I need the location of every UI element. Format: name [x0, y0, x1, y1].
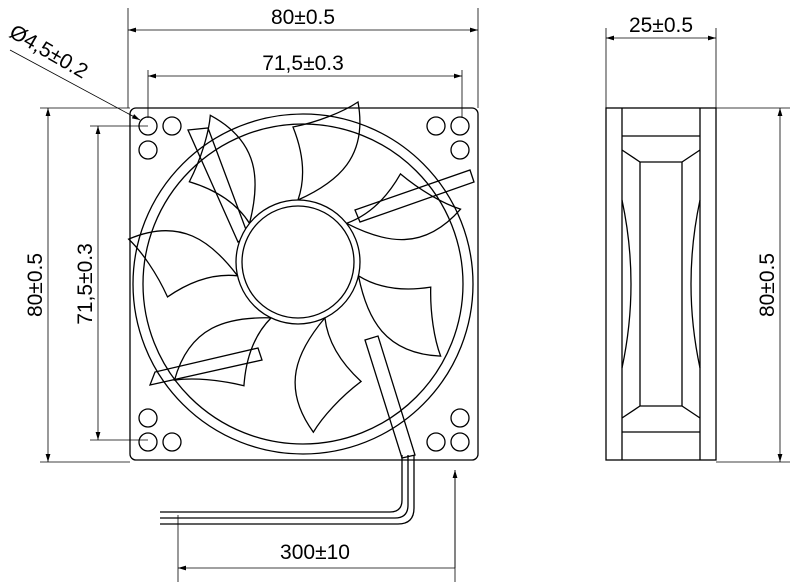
front-view [127, 101, 479, 525]
thickness-label: 25±0.5 [629, 14, 693, 37]
hub [241, 205, 355, 319]
fan-blade [292, 101, 361, 201]
frame-ring [132, 113, 474, 455]
hub-outer [235, 199, 361, 325]
mounting-holes [138, 116, 470, 452]
side-height-label: 80±0.5 [756, 253, 779, 317]
fan-blade [342, 157, 463, 273]
fan-blade [127, 214, 240, 304]
overall-width-label: 80±0.5 [271, 6, 335, 29]
hole-spacing-vertical-label: 71,5±0.3 [74, 243, 97, 325]
frame-inner-ring [142, 123, 464, 445]
hole-diameter-label: Ø4,5±0.2 [6, 20, 92, 83]
fan-blade [268, 315, 373, 434]
side-view [605, 107, 717, 461]
fan-blade [344, 270, 456, 359]
overall-height-label: 80±0.5 [24, 253, 47, 317]
cable-length-label: 300±10 [280, 541, 350, 564]
dimension-lines [9, 8, 790, 582]
cable [160, 455, 415, 525]
hole-spacing-horizontal-label: 71,5±0.3 [262, 52, 344, 75]
frame-outline [129, 107, 479, 461]
